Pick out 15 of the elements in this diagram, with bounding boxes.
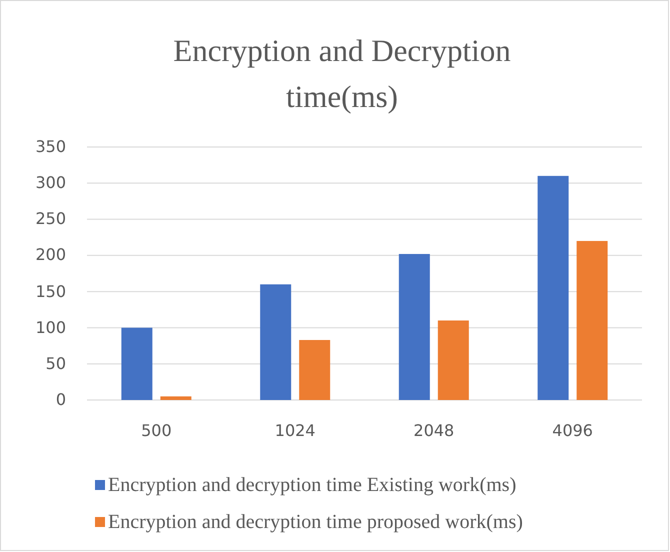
y-tick-label: 250 xyxy=(35,209,66,230)
y-tick-label: 50 xyxy=(46,354,66,374)
x-tick-label: 1024 xyxy=(274,421,316,441)
y-tick-label: 0 xyxy=(56,390,66,410)
y-tick-label: 150 xyxy=(35,282,66,302)
x-tick-label: 4096 xyxy=(551,421,594,441)
x-tick-label: 2048 xyxy=(412,421,456,441)
y-tick-label: 100 xyxy=(35,318,66,338)
chart-title: Encryption and Decryption time(ms) xyxy=(172,32,512,116)
y-tick-label: 350 xyxy=(35,137,66,157)
legend-label: Encryption and decryption time Existing work(ms) xyxy=(108,473,516,497)
x-tick-label: 500 xyxy=(140,421,173,441)
y-tick-label: 200 xyxy=(35,245,66,266)
y-tick-label: 300 xyxy=(35,173,66,194)
legend-label: Encryption and decryption time proposed work(ms) xyxy=(108,510,523,534)
